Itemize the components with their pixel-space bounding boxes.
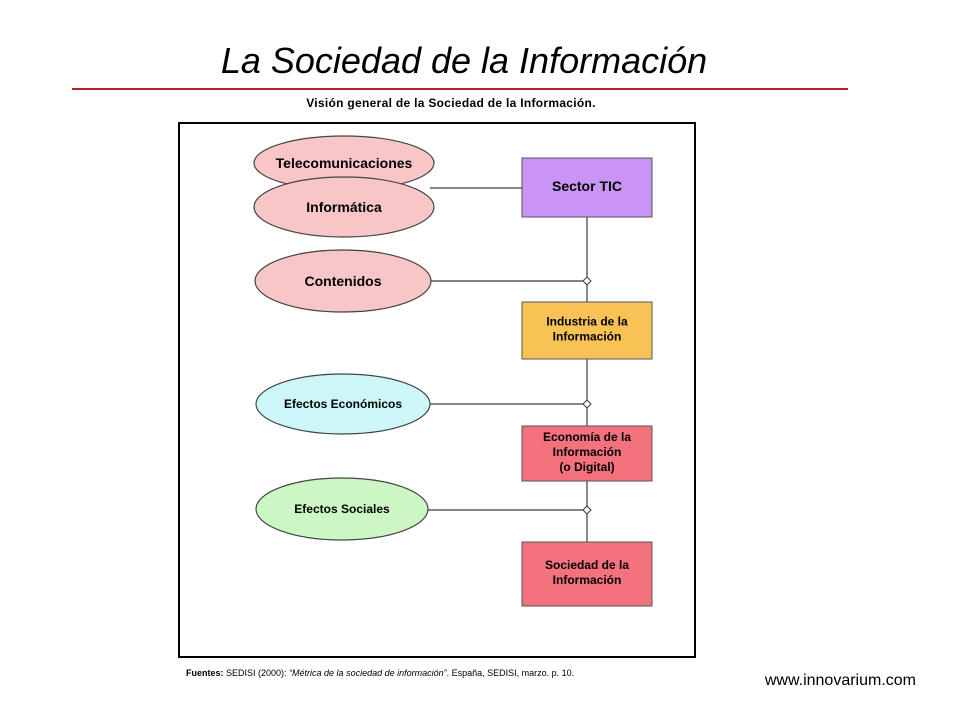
ellipse-efectos-sociales-shape [255,477,429,541]
box-economia-informacion-label-line-2: Información [553,445,622,459]
ellipse-informatica-shape [253,176,435,238]
source-citation: Fuentes: SEDISI (2000): “Métrica de la s… [186,668,574,678]
box-industria-informacion-label-line-2: Información [553,330,622,344]
box-industria-informacion-label-line-1: Industria de la [546,315,628,329]
source-suffix: . España, SEDISI, marzo. p. 10. [446,668,575,678]
ellipse-efectos-sociales-label: Efectos Sociales [294,502,390,516]
ellipse-efectos-economicos-shape [255,373,431,435]
ellipse-contenidos-shape [254,249,432,313]
box-sociedad-informacion-label-line-1: Sociedad de la [545,558,629,572]
box-economia-informacion-shape [521,425,653,482]
box-sector-tic-shape [521,157,653,218]
junction-diamond-3 [582,505,592,515]
ellipse-informatica-label: Informática [306,199,382,215]
title-underline [72,88,848,90]
junctions [582,276,592,515]
connectors [428,187,588,542]
figure-caption: Visión general de la Sociedad de la Info… [306,96,596,110]
junction-diamond-1 [582,276,592,286]
ellipse-telecomunicaciones-label: Telecomunicaciones [276,155,413,171]
slide-title: La Sociedad de la Información [220,40,708,81]
box-sector-tic-label-line-1: Sector TIC [552,178,622,194]
junction-diamond-2 [582,399,592,409]
ellipse-efectos-economicos-label: Efectos Económicos [284,397,402,411]
website-link[interactable]: www.innovarium.com [764,672,916,689]
source-label: Fuentes: [186,668,224,678]
box-sociedad-informacion-label-line-2: Información [553,573,622,587]
ellipses: TelecomunicacionesInformáticaContenidosE… [253,135,435,541]
box-sociedad-informacion-shape [521,541,653,607]
source-prefix: SEDISI (2000): [223,668,290,678]
box-economia-informacion-label-line-3: (o Digital) [559,460,614,474]
box-industria-informacion-shape [521,301,653,360]
box-economia-informacion-label-line-1: Economía de la [543,430,631,444]
source-title: “Métrica de la sociedad de información” [289,668,447,678]
ellipse-contenidos-label: Contenidos [305,273,382,289]
